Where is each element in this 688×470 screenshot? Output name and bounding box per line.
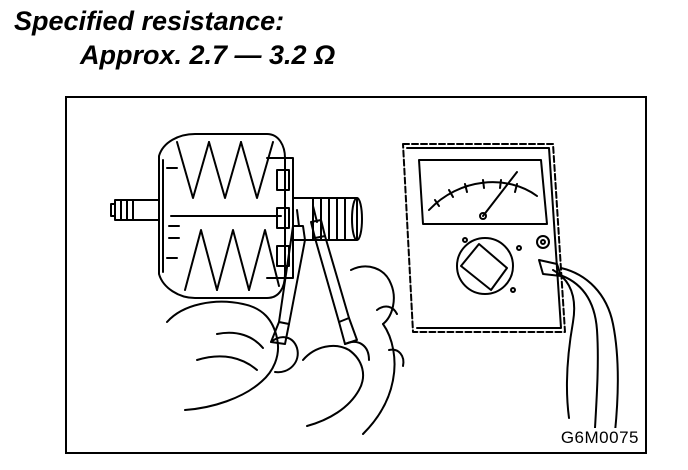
technician-hands xyxy=(166,265,405,435)
meter-leads xyxy=(552,267,619,433)
spec-value: Approx. 2.7 — 3.2 Ω xyxy=(80,40,336,70)
rotor-resistance-illustration xyxy=(110,133,619,435)
illustration-frame: G6M0075 xyxy=(65,96,647,454)
rotor-body xyxy=(158,133,294,299)
tester-probe-right xyxy=(310,205,358,345)
rotor-shaft xyxy=(110,199,160,221)
spec-heading: Specified resistance: xyxy=(14,6,285,36)
figure-code-label: G6M0075 xyxy=(560,428,639,448)
multimeter xyxy=(402,143,566,333)
